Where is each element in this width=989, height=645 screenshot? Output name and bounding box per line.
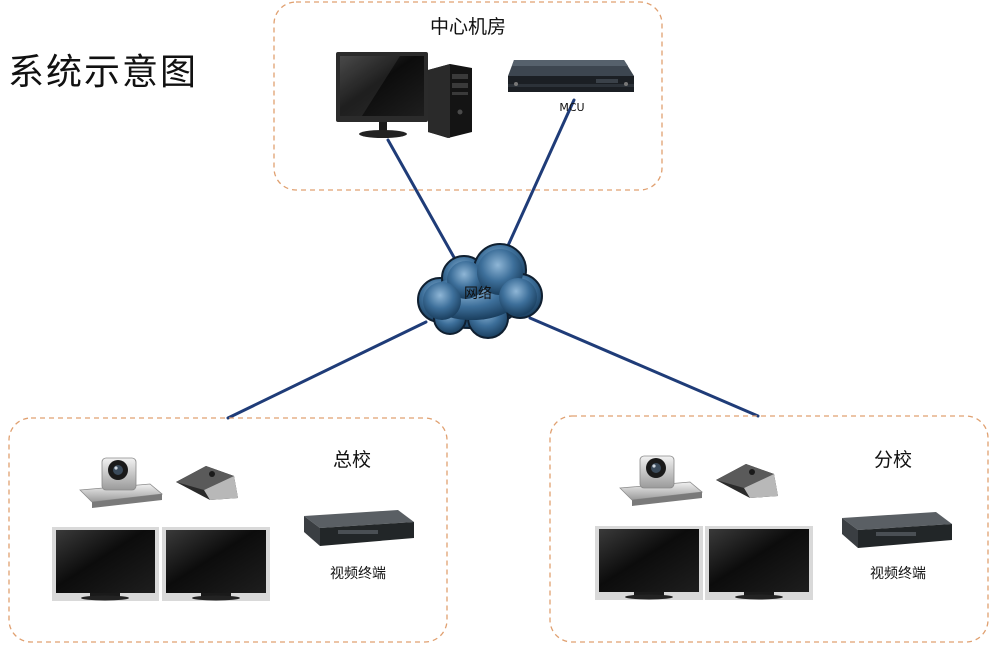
center-room-frame — [273, 1, 663, 191]
link-pc-network — [386, 138, 462, 270]
main-campus-frame — [8, 417, 448, 643]
ptz-camera-icon — [619, 455, 703, 506]
branch-campus-frame — [549, 415, 989, 643]
display-screen-icon — [162, 527, 270, 601]
conference-microphone-icon — [716, 464, 778, 498]
conference-microphone-icon — [176, 466, 238, 500]
center-room-label: 中心机房 — [430, 16, 506, 38]
main-campus-site: 总校 — [8, 417, 448, 643]
mcu-device-icon — [508, 60, 634, 92]
mcu-label: MCU — [559, 101, 584, 114]
branch-campus-terminal-label: 视频终端 — [870, 566, 926, 582]
ptz-camera-icon — [79, 457, 163, 508]
link-network-main-campus — [226, 320, 428, 420]
network-label: 网络 — [464, 286, 492, 302]
network-links — [226, 98, 760, 420]
video-terminal-icon — [842, 512, 952, 548]
desktop-computer-icon — [336, 52, 472, 138]
video-terminal-icon — [304, 510, 414, 546]
display-screen-icon — [595, 526, 703, 600]
network-cloud-icon — [417, 243, 543, 339]
display-screen-icon — [52, 527, 159, 601]
link-network-branch-campus — [528, 316, 760, 418]
main-campus-terminal-label: 视频终端 — [330, 566, 386, 582]
main-campus-label: 总校 — [333, 449, 371, 471]
diagram-title: 系统示意图 — [8, 52, 198, 93]
display-screen-icon — [705, 526, 813, 600]
branch-campus-label: 分校 — [874, 449, 912, 471]
branch-campus-site: 分校 — [549, 415, 989, 643]
center-machine-room: 中心机房 MCU — [273, 1, 663, 191]
link-mcu-network — [504, 98, 576, 252]
